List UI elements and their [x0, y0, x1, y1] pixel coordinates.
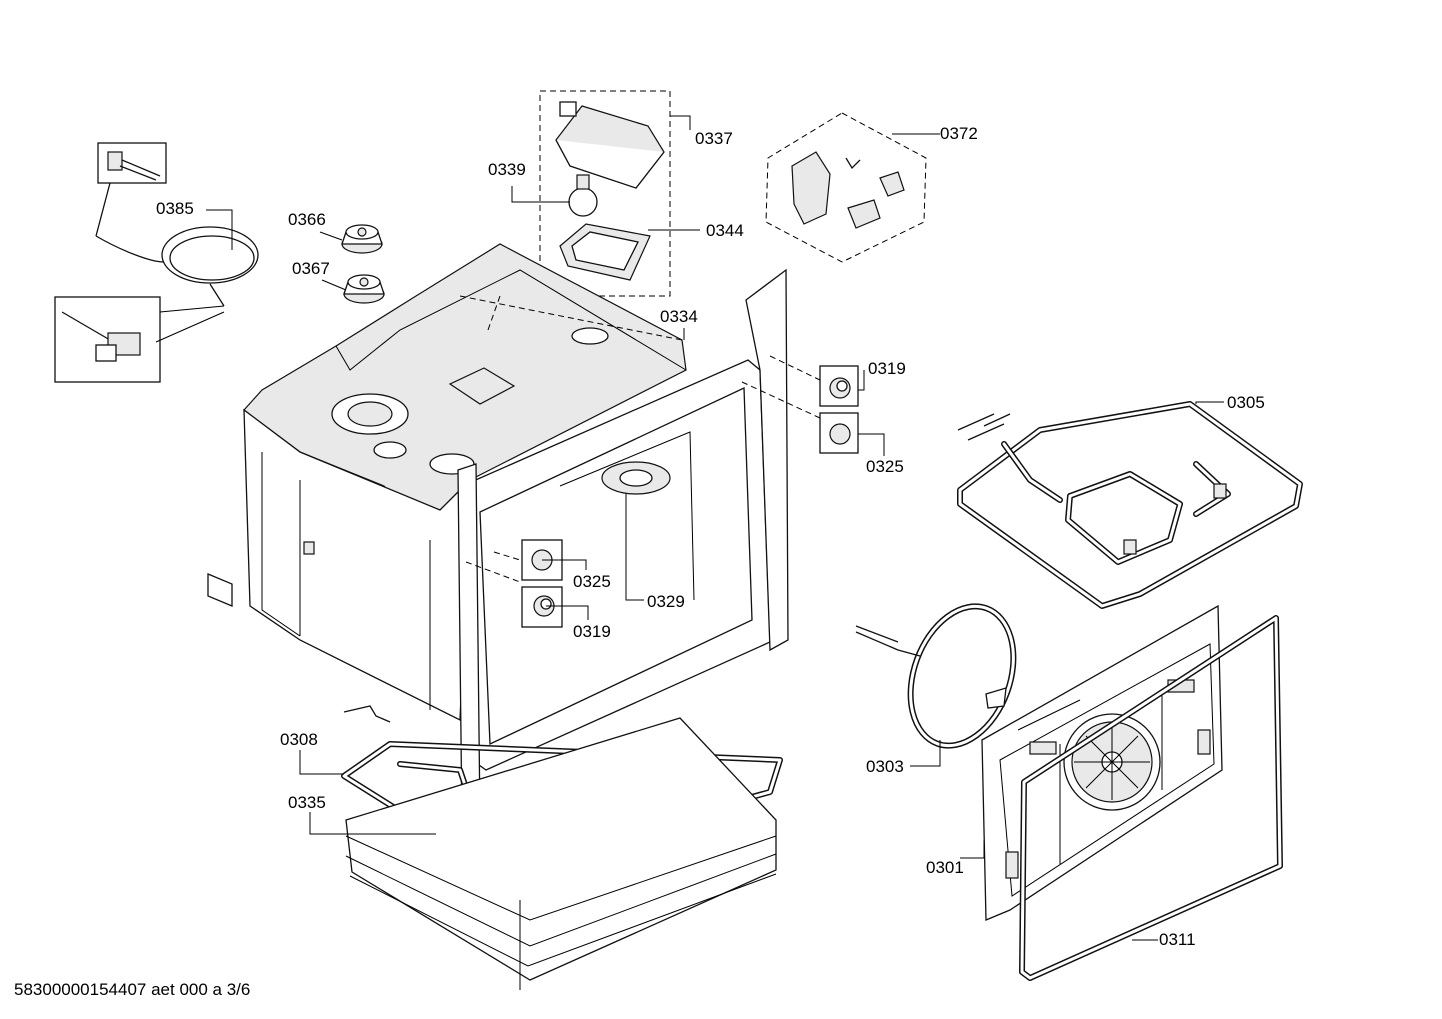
- lamp-cover-0325-right: [819, 412, 859, 454]
- label-0344: 0344: [706, 221, 744, 240]
- door-lock-parts: [791, 151, 905, 229]
- lamp-socket-0319-left: [521, 586, 563, 628]
- door-lock-group: [765, 112, 927, 263]
- leader-lines: [206, 115, 1224, 941]
- label-0366: 0366: [288, 210, 326, 229]
- label-0325-right: 0325: [866, 457, 904, 476]
- label-0303: 0303: [866, 757, 904, 776]
- fitting-0366: [341, 224, 383, 254]
- label-0372: 0372: [940, 124, 978, 143]
- lamp-assembly-group: [539, 90, 671, 297]
- lamp-bulb: [568, 174, 598, 217]
- label-0367: 0367: [292, 259, 330, 278]
- label-0308: 0308: [280, 730, 318, 749]
- temperature-sensor-cable: [54, 142, 259, 383]
- label-0335: 0335: [288, 793, 326, 812]
- document-code: 58300000154407 aet 000 a 3/6: [14, 980, 251, 999]
- fitting-0367: [343, 274, 385, 304]
- lamp-socket-0319-right: [819, 365, 859, 407]
- lamp-cover: [559, 223, 651, 281]
- label-0319-right: 0319: [868, 359, 906, 378]
- rear-panel-with-fan: [981, 604, 1223, 921]
- label-0301: 0301: [926, 858, 964, 877]
- lamp-housing: [555, 101, 665, 189]
- label-0325-left: 0325: [573, 572, 611, 591]
- label-0319-left: 0319: [573, 622, 611, 641]
- oven-cavity: [207, 243, 789, 827]
- label-0339: 0339: [488, 160, 526, 179]
- label-0329: 0329: [647, 592, 685, 611]
- label-0385: 0385: [156, 199, 194, 218]
- label-0337: 0337: [695, 129, 733, 148]
- label-0334: 0334: [660, 307, 698, 326]
- label-0311: 0311: [1159, 930, 1196, 949]
- door-seal-gasket: [1019, 615, 1283, 981]
- grill-heating-element: [957, 401, 1303, 609]
- ring-heating-element: [855, 603, 1017, 749]
- label-0305: 0305: [1227, 393, 1265, 412]
- insulation-mat: [345, 717, 777, 990]
